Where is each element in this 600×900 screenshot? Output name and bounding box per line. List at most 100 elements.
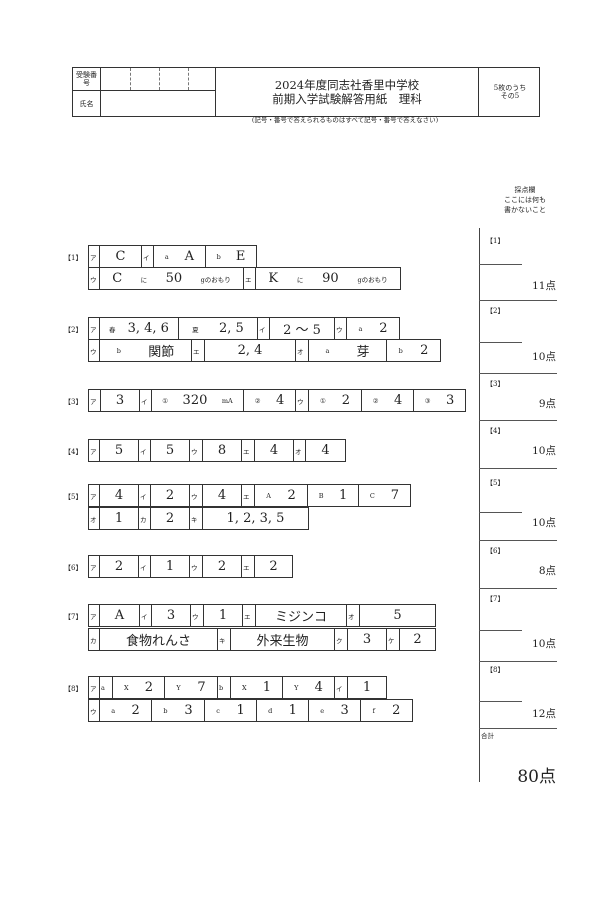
answer-prefix: b xyxy=(116,346,121,355)
question-label: 【1】 xyxy=(64,254,83,262)
answer-cell[interactable]: 4 xyxy=(305,439,346,462)
answer-prefix: ① xyxy=(319,396,326,405)
answer-cell[interactable]: C xyxy=(99,245,142,268)
answer-cell[interactable]: A xyxy=(99,604,140,627)
score-divider xyxy=(479,468,557,469)
answer-value: C xyxy=(112,271,123,286)
exam-number-field[interactable] xyxy=(101,68,216,91)
answer-cell[interactable]: 5 xyxy=(99,439,139,462)
answer-value: 外来生物 xyxy=(256,634,309,649)
answer-cell[interactable]: 1 xyxy=(203,604,243,627)
answer-cell[interactable]: 3 xyxy=(151,604,191,627)
answer-cell[interactable]: 1, 2, 3, 5 xyxy=(202,507,309,530)
answer-value: K xyxy=(268,271,279,286)
answer-cell[interactable]: 外来生物 xyxy=(230,628,335,651)
answer-cell[interactable]: 2 xyxy=(150,484,190,507)
sub-question-label: ク xyxy=(334,628,348,651)
answer-cell[interactable]: 4 xyxy=(254,439,294,462)
score-divider xyxy=(479,728,557,729)
exam-number-label: 受験番号 xyxy=(73,68,101,91)
answer-cell[interactable]: 食物れんさ xyxy=(99,628,218,651)
answer-value: 90 xyxy=(322,271,339,286)
answer-cell[interactable]: 1 xyxy=(347,676,387,699)
answer-value: 2 xyxy=(341,393,351,408)
name-field[interactable] xyxy=(101,91,216,117)
answer-cell[interactable]: 1 xyxy=(150,555,190,578)
answer-value: 5 xyxy=(393,608,402,623)
answer-value: 5 xyxy=(114,443,124,458)
question-label: 【2】 xyxy=(64,326,83,334)
answer-value: 4 xyxy=(393,393,403,408)
score-section-label: 【2】 xyxy=(486,307,505,315)
answer-cell[interactable]: 2 xyxy=(254,555,293,578)
answer-cell[interactable]: 5 xyxy=(359,604,436,627)
answer-value: 3 xyxy=(340,703,349,718)
sub-question-label: オ xyxy=(346,604,360,627)
answer-prefix: a xyxy=(111,706,116,715)
answer-cell[interactable]: 2 xyxy=(150,507,190,530)
question-label: 【4】 xyxy=(64,448,83,456)
score-section-label: 【6】 xyxy=(486,547,505,555)
answer-prefix: ① xyxy=(162,396,169,405)
answer-value: E xyxy=(235,249,246,264)
score-section-label: 【4】 xyxy=(486,427,505,435)
answer-prefix: b xyxy=(163,706,168,715)
answer-value: 7 xyxy=(390,488,400,503)
answer-prefix: ② xyxy=(254,396,261,405)
answer-cell[interactable]: 8 xyxy=(202,439,242,462)
answer-cell[interactable]: 2 xyxy=(202,555,242,578)
answer-value: 2 xyxy=(131,703,140,718)
answer-cell[interactable]: 3 xyxy=(347,628,387,651)
answer-cell[interactable]: 3 xyxy=(100,389,140,412)
answer-value: 7 xyxy=(197,680,206,695)
answer-cell[interactable]: 5 xyxy=(150,439,190,462)
answer-value: 1 xyxy=(165,559,175,574)
answer-cell[interactable]: 2 xyxy=(399,628,436,651)
total-label: 合計 xyxy=(481,732,494,740)
answer-prefix: C xyxy=(369,491,375,500)
answer-cell[interactable]: 4 xyxy=(202,484,242,507)
answer-cell[interactable]: 4 xyxy=(99,484,139,507)
answer-cell[interactable]: 1 xyxy=(99,507,139,530)
answer-cell[interactable]: 2 xyxy=(99,555,139,578)
answer-prefix: e xyxy=(320,706,325,715)
question-label: 【5】 xyxy=(64,493,83,501)
answer-cell[interactable]: 2 ～ 5 xyxy=(269,317,335,340)
answer-value: 3 xyxy=(115,393,125,408)
answer-cell[interactable]: ミジンコ xyxy=(255,604,347,627)
answer-prefix: a xyxy=(164,252,169,261)
answer-cell[interactable]: 2, 4 xyxy=(204,339,296,362)
